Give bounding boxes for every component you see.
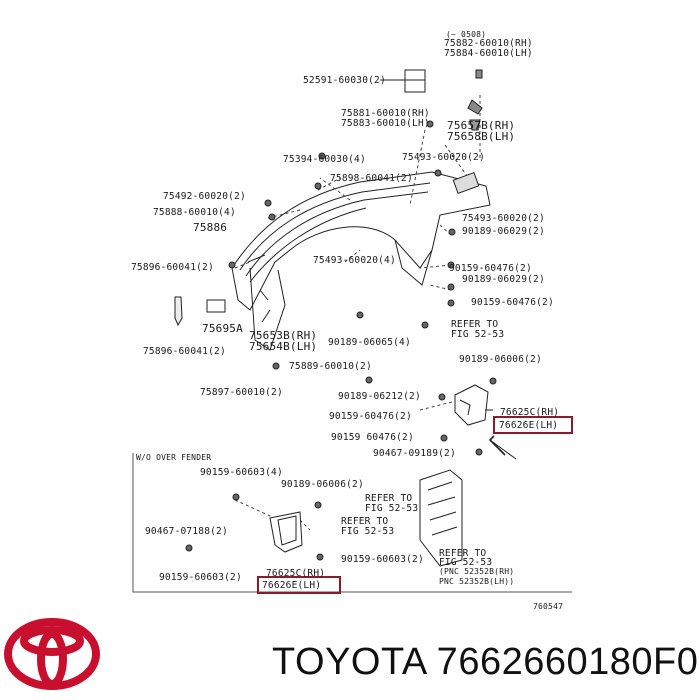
refer-label: FIG 52-53 bbox=[365, 503, 419, 514]
part-label: 75654B(LH) bbox=[249, 340, 318, 353]
part-label-highlighted: 76626E(LH) bbox=[499, 420, 559, 431]
part-label: 75492-60020(2) bbox=[163, 191, 246, 202]
part-label: 75896-60041(2) bbox=[143, 346, 226, 357]
part-label: 90467-09189(2) bbox=[373, 448, 456, 459]
part-label: 75898-60041(2) bbox=[330, 173, 413, 184]
refer-label: FIG 52-53 bbox=[341, 526, 395, 537]
toyota-logo-icon bbox=[4, 618, 100, 690]
part-label: 90159-60603(2) bbox=[341, 554, 424, 565]
part-label: 90159-60476(2) bbox=[329, 411, 412, 422]
part-label: 75658B(LH) bbox=[447, 130, 516, 143]
part-label: 75493-60020(2) bbox=[462, 213, 545, 224]
brand-part-number: TOYOTA 7662660180F0 bbox=[272, 641, 699, 683]
part-label: 75884-60010(LH) bbox=[444, 48, 533, 59]
part-label: 75897-60010(2) bbox=[200, 387, 283, 398]
refer-label: FIG 52-53 bbox=[451, 329, 505, 340]
refer-note: PNC 52352B(LH)) bbox=[439, 577, 515, 586]
part-label: 76625C(RH) bbox=[266, 568, 326, 579]
part-label: 90189-06006(2) bbox=[281, 479, 364, 490]
part-label: 75889-60010(2) bbox=[289, 361, 372, 372]
part-label: 75886 bbox=[193, 221, 228, 234]
part-label: 90159-60603(4) bbox=[200, 467, 283, 478]
refer-label: REFER TO bbox=[451, 319, 499, 330]
part-label: 75881-60010(RH) bbox=[341, 108, 430, 119]
refer-note: (PNC 52352B(RH) bbox=[439, 567, 515, 576]
part-label: 90189-06212(2) bbox=[338, 391, 421, 402]
part-label: 75493-60020(4) bbox=[313, 255, 396, 266]
part-label: 90189-06029(2) bbox=[462, 274, 545, 285]
part-label: 90159-60476(2) bbox=[449, 263, 532, 274]
highlight-76626e-bottom bbox=[257, 576, 341, 594]
part-label: 90467-07188(2) bbox=[145, 526, 228, 537]
part-label-highlighted: 76626E(LH) bbox=[262, 580, 322, 591]
note-label: (~ 0508) bbox=[446, 30, 487, 39]
part-label: 75882-60010(RH) bbox=[444, 38, 533, 49]
part-label: 76625C(RH) bbox=[500, 407, 560, 418]
refer-label: REFER TO bbox=[439, 548, 487, 559]
part-label: 75695A bbox=[202, 322, 243, 335]
part-label: 90159-60603(2) bbox=[159, 572, 242, 583]
part-label: 90189-06006(2) bbox=[459, 354, 542, 365]
part-label: 52591-60030(2) bbox=[303, 75, 386, 86]
parts-illustration bbox=[132, 69, 573, 594]
part-label: 90159 60476(2) bbox=[331, 432, 414, 443]
part-label: 75657B(RH) bbox=[447, 119, 516, 132]
part-label: 75394-60030(4) bbox=[283, 154, 366, 165]
part-label: 75896-60041(2) bbox=[131, 262, 214, 273]
part-label: 75888-60010(4) bbox=[153, 207, 236, 218]
refer-label: REFER TO bbox=[365, 493, 413, 504]
refer-label: REFER TO bbox=[341, 516, 389, 527]
inset-title: W/O OVER FENDER bbox=[136, 453, 212, 462]
highlight-76626e-top bbox=[493, 416, 573, 434]
part-label: 75493-60020(2) bbox=[402, 152, 485, 163]
part-label: 75653B(RH) bbox=[249, 329, 318, 342]
figure-number: 760547 bbox=[533, 602, 564, 611]
part-label: 90189-06029(2) bbox=[462, 226, 545, 237]
part-label: 90159-60476(2) bbox=[471, 297, 554, 308]
refer-label: FIG 52-53 bbox=[439, 557, 493, 568]
part-label: 90189-06065(4) bbox=[328, 337, 411, 348]
part-label: 75883-60010(LH) bbox=[341, 118, 430, 129]
